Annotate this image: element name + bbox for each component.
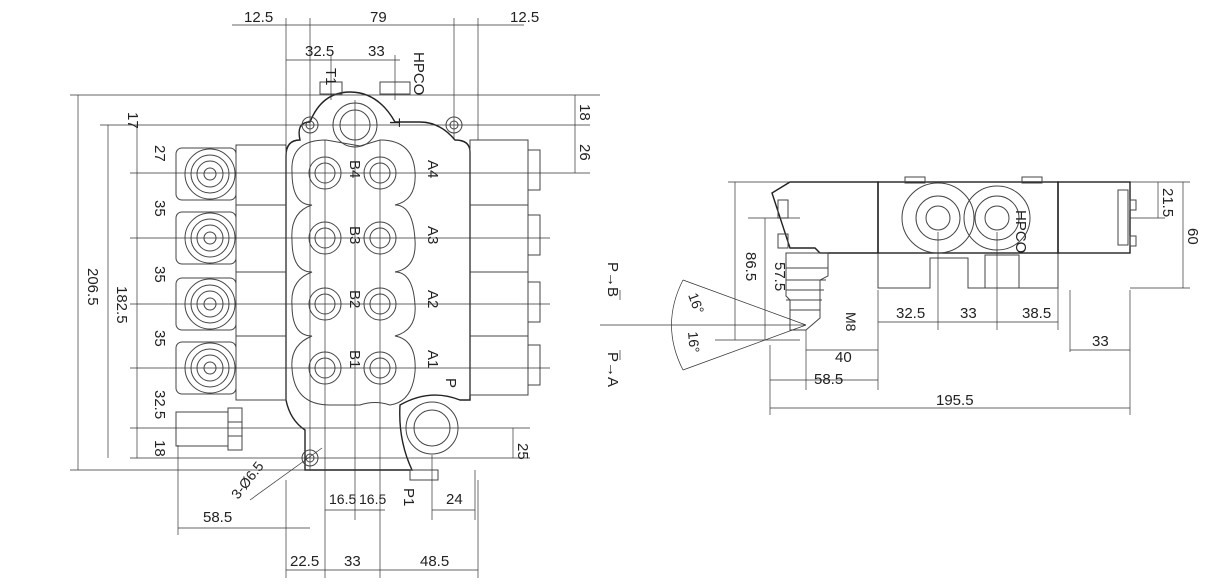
- dim-57-5: 57.5: [771, 262, 788, 291]
- label-a2: A2: [424, 290, 441, 308]
- side-dimension-lines: [600, 181, 1190, 415]
- dim-angle-2: 16°: [685, 331, 703, 353]
- label-p: P: [442, 378, 459, 388]
- front-view: 12.5 79 12.5 32.5 33 17 27 35 35 35 32.5…: [70, 9, 600, 578]
- side-dimension-texts: 86.5 57.5 16° 16° M8 40 58.5 195.5 32.5 …: [685, 188, 1201, 409]
- label-t: T: [386, 118, 403, 127]
- dim-r18: 18: [576, 104, 593, 121]
- label-hpco: HPCO: [410, 52, 427, 95]
- dim-p1-24: 24: [446, 491, 463, 508]
- dim-17: 17: [124, 112, 141, 129]
- dim-16-5b: 16.5: [359, 491, 386, 507]
- dim-40: 40: [835, 349, 852, 366]
- housing-tab-2: [777, 233, 789, 249]
- dim-holes: 3-Ø6.5: [228, 458, 267, 502]
- dim-86-5: 86.5: [742, 252, 759, 281]
- dim-58-5: 58.5: [814, 371, 843, 388]
- dim-r25: 25: [514, 443, 531, 460]
- front-dimension-lines: [70, 18, 600, 578]
- label-p-a: P→A: [604, 352, 621, 387]
- label-b3: B3: [346, 226, 363, 244]
- dim-top-mid: 79: [370, 9, 387, 26]
- label-b1: B1: [346, 350, 363, 368]
- dim-top-left: 12.5: [244, 9, 273, 26]
- dim-35a: 35: [151, 200, 168, 217]
- dim-angle-1: 16°: [685, 291, 707, 316]
- slab-tab-1: [527, 149, 541, 191]
- dim-16-5a: 16.5: [329, 491, 356, 507]
- dim-b58-5: 58.5: [203, 509, 232, 526]
- label-p1: P1: [400, 488, 417, 506]
- label-p-b: P→B: [604, 262, 621, 297]
- valve-lobed-plate: [291, 139, 416, 406]
- slab-tab-3: [527, 281, 541, 323]
- dim-top-right: 12.5: [510, 9, 539, 26]
- dim-32-5-side: 32.5: [896, 305, 925, 322]
- dim-bot-22-5: 22.5: [290, 553, 319, 570]
- label-b4: B4: [346, 160, 363, 178]
- side-block: [877, 181, 1059, 254]
- front-port-labels: T1 HPCO T P P1 A4 A3 A2 A1 B4 B3 B2 B1: [322, 52, 459, 506]
- dim-21-5: 21.5: [1159, 188, 1176, 217]
- front-dimension-texts: 12.5 79 12.5 32.5 33 17 27 35 35 35 32.5…: [84, 9, 593, 570]
- lever-stem: [785, 252, 829, 331]
- dim-total: 206.5: [84, 268, 101, 306]
- dim-33-side: 33: [960, 305, 977, 322]
- spool-caps: [175, 147, 243, 451]
- dim-r26: 26: [576, 144, 593, 161]
- dim-t1-offset: 32.5: [305, 43, 334, 60]
- dim-27: 27: [151, 145, 168, 162]
- dim-195-5: 195.5: [936, 392, 974, 409]
- dim-inner: 182.5: [113, 286, 130, 324]
- side-view: 86.5 57.5 16° 16° M8 40 58.5 195.5 32.5 …: [600, 176, 1201, 415]
- dim-18: 18: [151, 440, 168, 457]
- dim-35b: 35: [151, 266, 168, 283]
- label-hpco-side: HPCO: [1012, 210, 1029, 253]
- label-t1: T1: [322, 68, 339, 86]
- dim-33b-side: 33: [1092, 333, 1109, 350]
- side-right-cap: [1057, 181, 1131, 254]
- dim-m8: M8: [843, 312, 859, 332]
- work-ports: [301, 81, 463, 481]
- dim-32-5: 32.5: [151, 390, 168, 419]
- dim-t1-hpco: 33: [368, 43, 385, 60]
- side-labels: P→B P→A HPCO: [604, 210, 1029, 387]
- label-b2: B2: [346, 290, 363, 308]
- dim-bot-48-5: 48.5: [420, 553, 449, 570]
- slab-tab-2: [527, 214, 541, 256]
- dim-bot-33: 33: [344, 553, 361, 570]
- dim-60: 60: [1184, 228, 1201, 245]
- section-slab: [469, 139, 529, 396]
- dim-38-5-side: 38.5: [1022, 305, 1051, 322]
- dim-35c: 35: [151, 330, 168, 347]
- label-a3: A3: [424, 226, 441, 244]
- slab-tab-4: [527, 344, 541, 386]
- label-a4: A4: [424, 160, 441, 178]
- label-a1: A1: [424, 350, 441, 368]
- side-block-base: [877, 253, 1059, 289]
